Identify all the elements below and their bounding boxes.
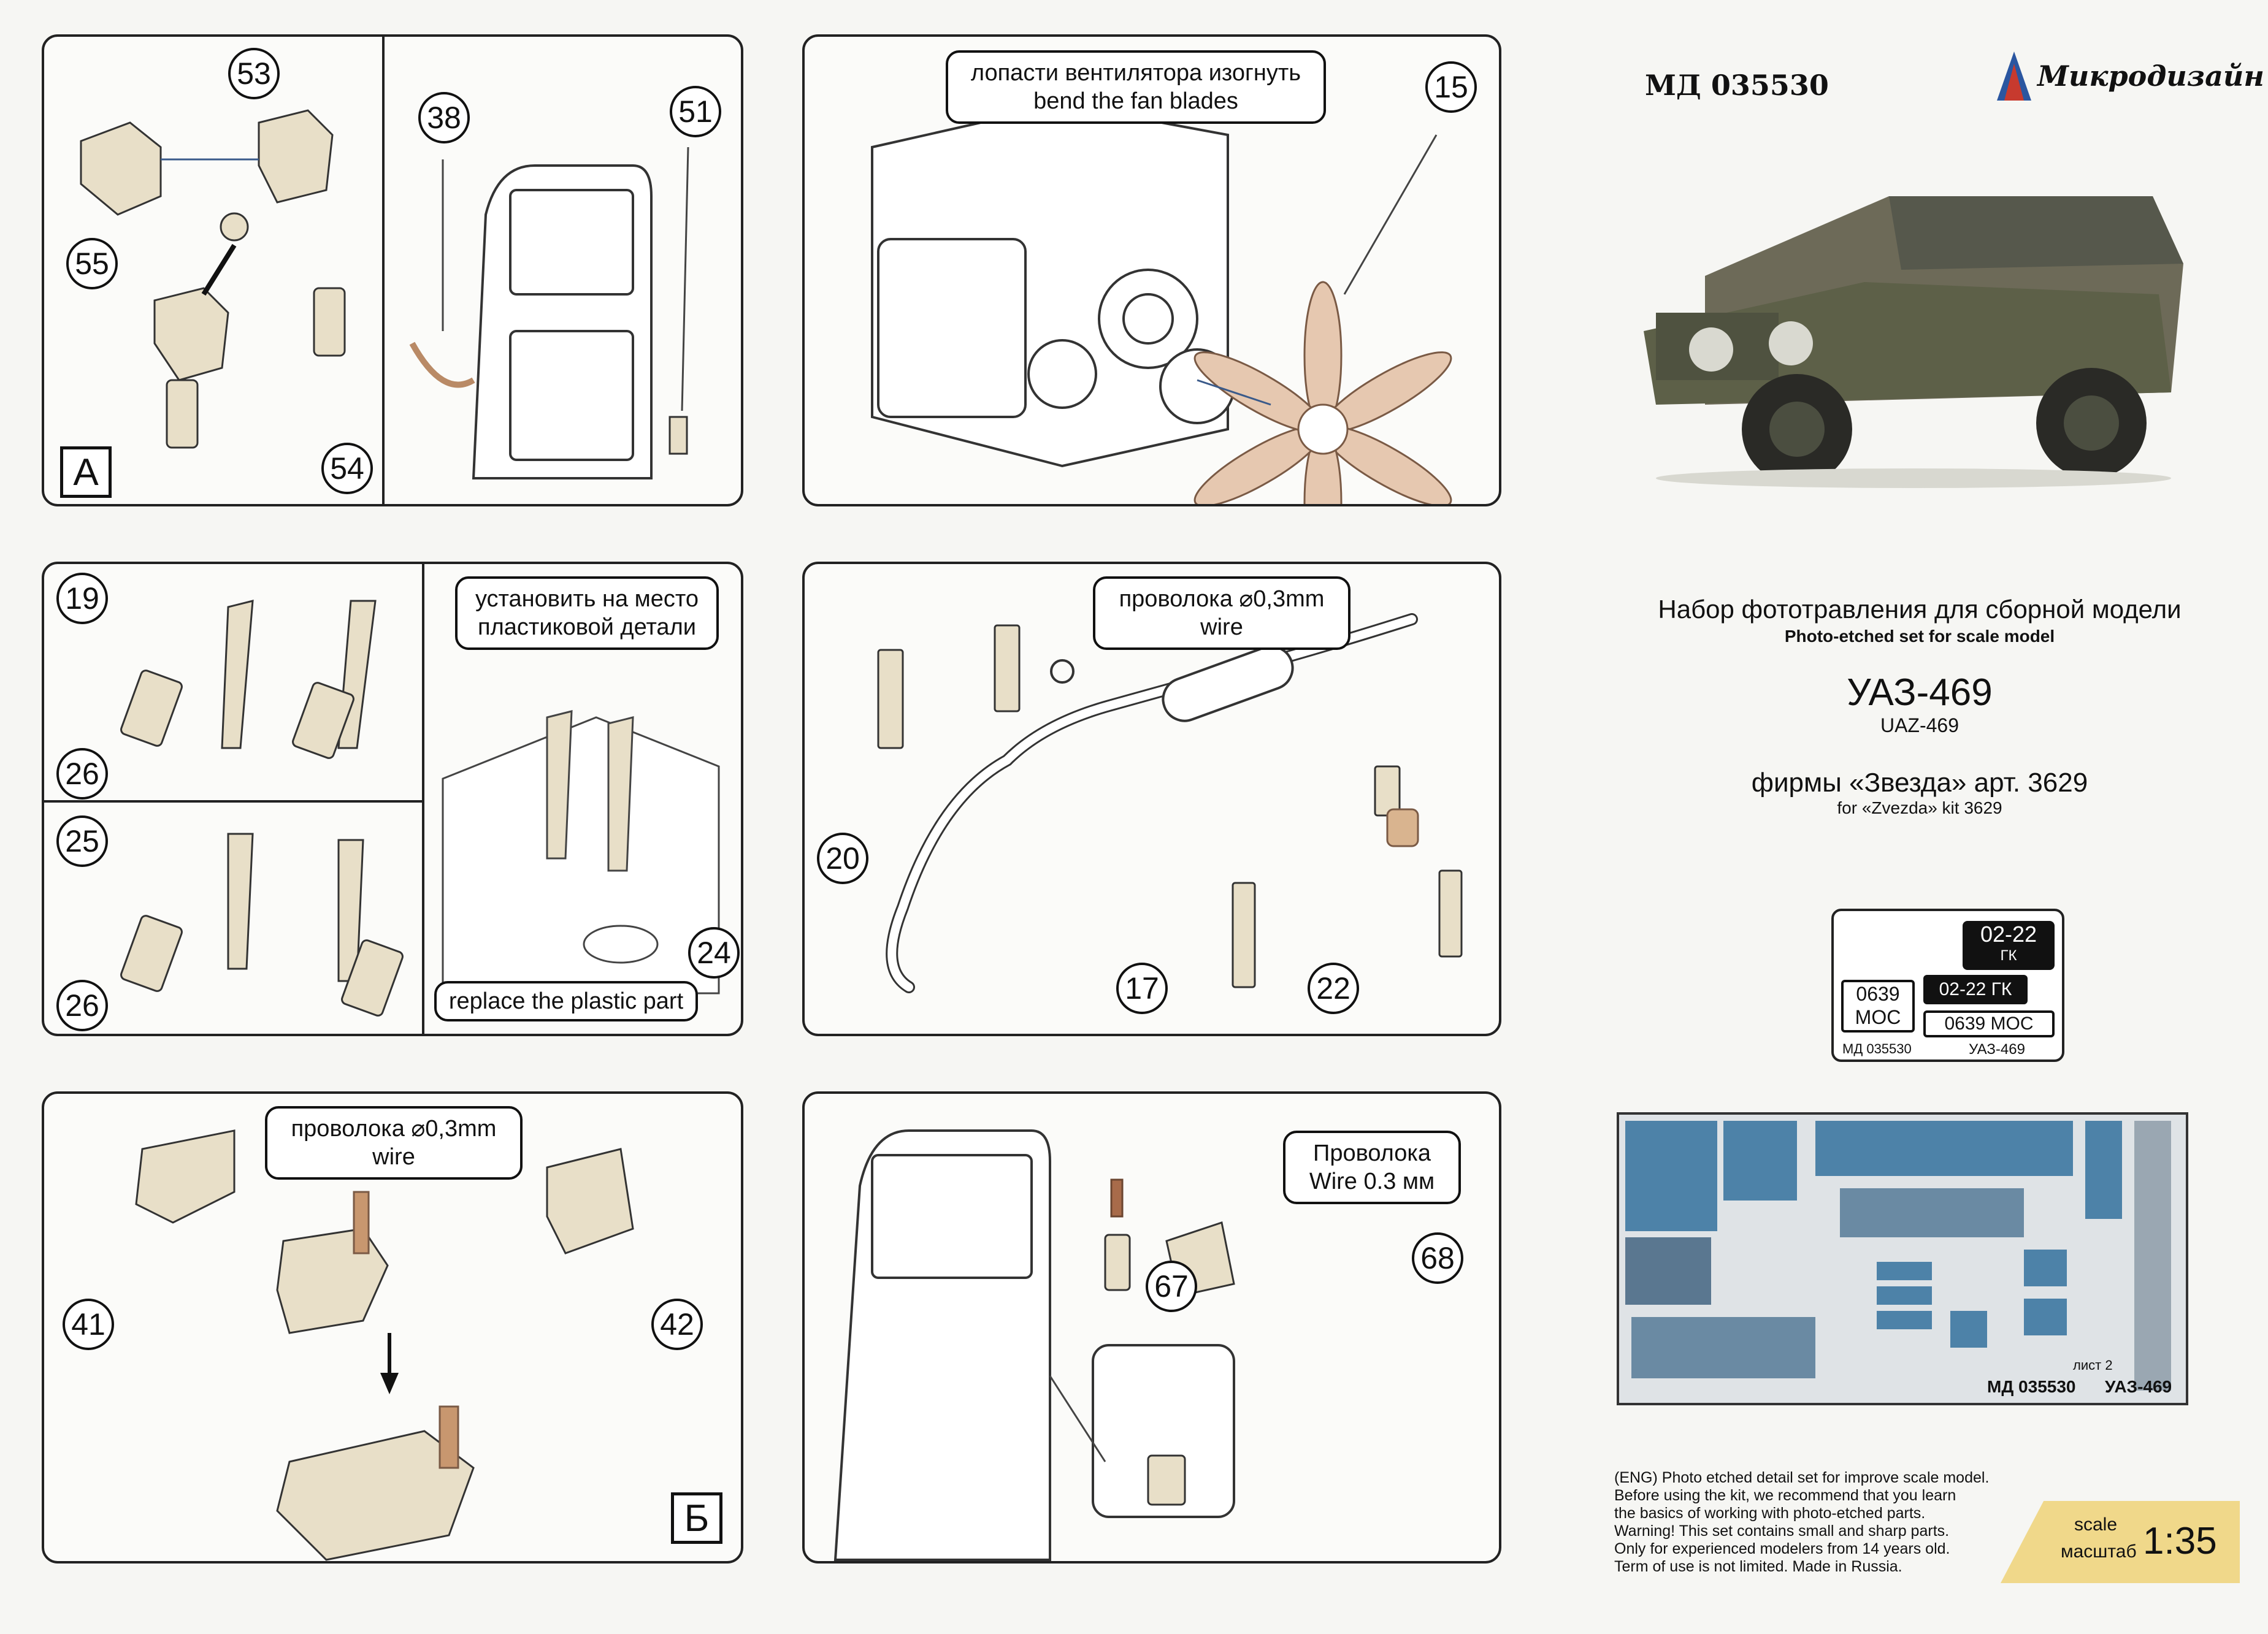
fan-callout-ru: лопасти вентилятора изогнуть [970, 60, 1301, 86]
wire-callout-door: Проволока Wire 0.3 мм [1283, 1131, 1461, 1204]
part-number-54: 54 [321, 443, 373, 494]
door-drawing [833, 1129, 1235, 1561]
wire-callout-exhaust-dia: ⌀0,3mm [1239, 586, 1325, 612]
sheet-model: УАЗ-469 [1969, 1041, 2025, 1058]
step-panel-exhaust: проволока ⌀0,3mm wire 20 17 22 [802, 562, 1501, 1036]
step-panel-brackets: проволока ⌀0,3mm wire 41 42 Б [42, 1091, 743, 1563]
wire-callout-door-ru: Проволока [1313, 1140, 1431, 1166]
part-number-41: 41 [63, 1299, 114, 1350]
scale-label-ru: масштаб [2061, 1541, 2137, 1562]
scale-label-en: scale [2074, 1514, 2118, 1535]
long-plate-black: 02-22 ГК [1923, 975, 2028, 1004]
step-panel-door: Проволока Wire 0.3 мм 67 68 [802, 1091, 1501, 1563]
replace-callout-en: replace the plastic part [434, 981, 698, 1021]
step-label-a: А [60, 446, 112, 498]
part-number-20: 20 [817, 833, 868, 884]
title-block: Набор фототравления для сборной модели P… [1619, 595, 2220, 818]
wire-callout-bracket: проволока ⌀0,3mm wire [265, 1106, 523, 1180]
kit-ru: фирмы «Звезда» арт. 3629 [1751, 768, 2088, 798]
product-code: МД 035530 [1645, 69, 1829, 102]
part-number-15: 15 [1425, 61, 1477, 113]
usage-notice: (ENG) Photo etched detail set for improv… [1614, 1469, 2031, 1576]
part-number-24: 24 [688, 927, 740, 979]
small-plate: 0639 МОС [1841, 980, 1915, 1033]
part-number-26-top: 26 [56, 748, 108, 800]
scale-badge: scale масштаб 1:35 [2001, 1501, 2240, 1583]
notice-line-5: Only for experienced modelers from 14 ye… [1614, 1540, 1950, 1557]
notice-line-1: (ENG) Photo etched detail set for improv… [1614, 1469, 1990, 1486]
replace-callout-ru-line2: пластиковой детали [478, 614, 696, 640]
exhaust-drawing [877, 613, 1463, 993]
brackets-drawing [135, 1129, 634, 1561]
wire-callout-exhaust: проволока ⌀0,3mm wire [1093, 576, 1350, 650]
wire-callout-bracket-dia: ⌀0,3mm [411, 1116, 497, 1142]
fan-callout: лопасти вентилятора изогнуть bend the fa… [946, 50, 1326, 124]
dash-plate: 02-22 ГК [1963, 921, 2055, 970]
notice-line-2: Before using the kit, we recommend that … [1614, 1487, 1956, 1504]
step-panel-pedals: 19 26 25 26 установить на место пластико… [42, 562, 743, 1036]
fret-sheet-label: лист 2 [2073, 1357, 2113, 1373]
replace-callout-ru: установить на место пластиковой детали [455, 576, 719, 650]
fan-callout-en: bend the fan blades [1033, 88, 1238, 114]
scale-value: 1:35 [2143, 1520, 2217, 1562]
dash-plate-number: 02-22 [1980, 922, 2037, 947]
wire-callout-bracket-en: wire [372, 1144, 415, 1170]
part-number-25: 25 [56, 815, 108, 867]
kit-en: for «Zvezda» kit 3629 [1837, 798, 2002, 817]
notice-line-6: Term of use is not limited. Made in Russ… [1614, 1558, 1902, 1575]
sheet-code: МД 035530 [1842, 1041, 1912, 1056]
notice-line-4: Warning! This set contains small and sha… [1614, 1522, 1950, 1540]
dash-plate-sub: ГК [2000, 947, 2017, 964]
wire-callout-exhaust-en: wire [1200, 614, 1243, 640]
wire-callout-bracket-ru: проволока ⌀0,3mm [291, 1116, 497, 1142]
step-label-b: Б [671, 1492, 722, 1544]
title-en: Photo-etched set for scale model [1784, 627, 2055, 646]
part-number-68: 68 [1412, 1232, 1463, 1284]
model-ru: УАЗ-469 [1847, 671, 1993, 714]
part-number-42: 42 [651, 1299, 703, 1350]
wire-callout-exhaust-ru: проволока ⌀0,3mm [1119, 586, 1325, 612]
etch-fret-parts [1625, 1121, 2171, 1391]
etch-fret: лист 2 МД 035530 УАЗ-469 [1617, 1112, 2188, 1405]
part-number-19: 19 [56, 573, 108, 624]
part-number-53: 53 [228, 48, 280, 99]
small-plate-region: МОС [1855, 1006, 1901, 1028]
plate-sheet: 02-22 ГК 0639 МОС 02-22 ГК 0639 МОС МД 0… [1831, 909, 2064, 1062]
model-en: UAZ-469 [1880, 714, 1960, 736]
small-plate-number: 0639 [1856, 983, 1900, 1005]
engine-drawing [871, 102, 1452, 504]
notice-line-3: the basics of working with photo-etched … [1614, 1505, 1926, 1522]
fret-model: УАЗ-469 [2105, 1377, 2172, 1396]
fret-code: МД 035530 [1987, 1377, 2076, 1396]
step-panel-1: 53 55 54 А 38 51 [42, 34, 743, 506]
part-number-26-bottom: 26 [56, 980, 108, 1031]
step-panel-engine: лопасти вентилятора изогнуть bend the fa… [802, 34, 1501, 506]
part-number-22: 22 [1308, 963, 1359, 1014]
brand-logo-icon [1997, 52, 2031, 101]
part-number-51: 51 [670, 86, 721, 137]
pedals-drawing [44, 564, 720, 1034]
long-plate-white: 0639 МОС [1923, 1010, 2055, 1037]
vehicle-photo [1631, 172, 2196, 491]
brand-logo: Микродизайн [1997, 52, 2264, 101]
part-number-55: 55 [66, 238, 118, 289]
title-ru: Набор фототравления для сборной модели [1658, 595, 2182, 624]
wire-callout-door-en: Wire 0.3 мм [1309, 1169, 1435, 1194]
part-number-67: 67 [1146, 1261, 1197, 1312]
brand-name: Микродизайн [2037, 59, 2264, 93]
part-number-17: 17 [1116, 963, 1168, 1014]
replace-callout-ru-line1: установить на место [475, 586, 699, 612]
panel-1-drawing [80, 37, 689, 504]
part-number-38: 38 [418, 92, 470, 143]
